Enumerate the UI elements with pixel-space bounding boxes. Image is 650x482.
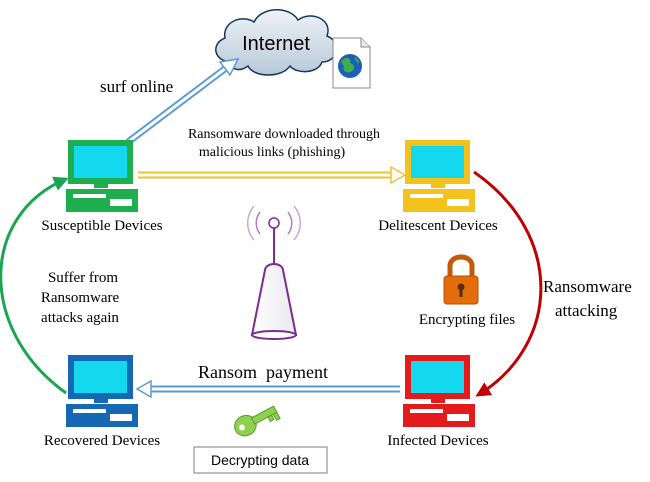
recovered-computer-icon [66, 355, 138, 427]
surf-online-label: surf online [100, 77, 173, 96]
suffer-label-line1: Suffer from [48, 270, 118, 286]
recovered-devices-label: Recovered Devices [44, 433, 160, 449]
cloud-icon [215, 9, 337, 76]
ransom-payment-arrow [135, 379, 400, 399]
web-document-icon [332, 37, 371, 89]
delitescent-devices-label: Delitescent Devices [378, 218, 498, 234]
encrypting-files-label: Encrypting files [419, 312, 515, 328]
cloud-label: Internet [242, 33, 310, 55]
suffer-label-line2: Ransomware [41, 290, 120, 306]
reinfection-arrow [0, 176, 69, 395]
decrypting-data-label: Decrypting data [211, 452, 309, 468]
infected-devices-label: Infected Devices [387, 433, 488, 449]
download-label-line2: malicious links (phishing) [199, 145, 346, 160]
suffer-label-line3: attacks again [41, 310, 119, 326]
ransom-payment-label: Ransom payment [198, 362, 328, 382]
surf-online-arrow [125, 58, 240, 145]
key-icon [234, 405, 281, 437]
delitescent-computer-icon [403, 140, 475, 212]
wireless-router-icon [247, 205, 301, 340]
susceptible-devices-label: Susceptible Devices [41, 218, 162, 234]
ransomware-attacking-arrow [473, 170, 543, 397]
susceptible-computer-icon [66, 140, 138, 212]
infected-computer-icon [403, 355, 475, 427]
ransomware-attacking-label-line2: attacking [555, 301, 618, 320]
decrypting-data-box [193, 446, 328, 474]
download-label-line1: Ransomware downloaded through [188, 127, 380, 142]
download-arrow [138, 165, 407, 185]
padlock-icon [443, 254, 479, 305]
ransomware-attacking-label-line1: Ransomware [543, 277, 632, 296]
